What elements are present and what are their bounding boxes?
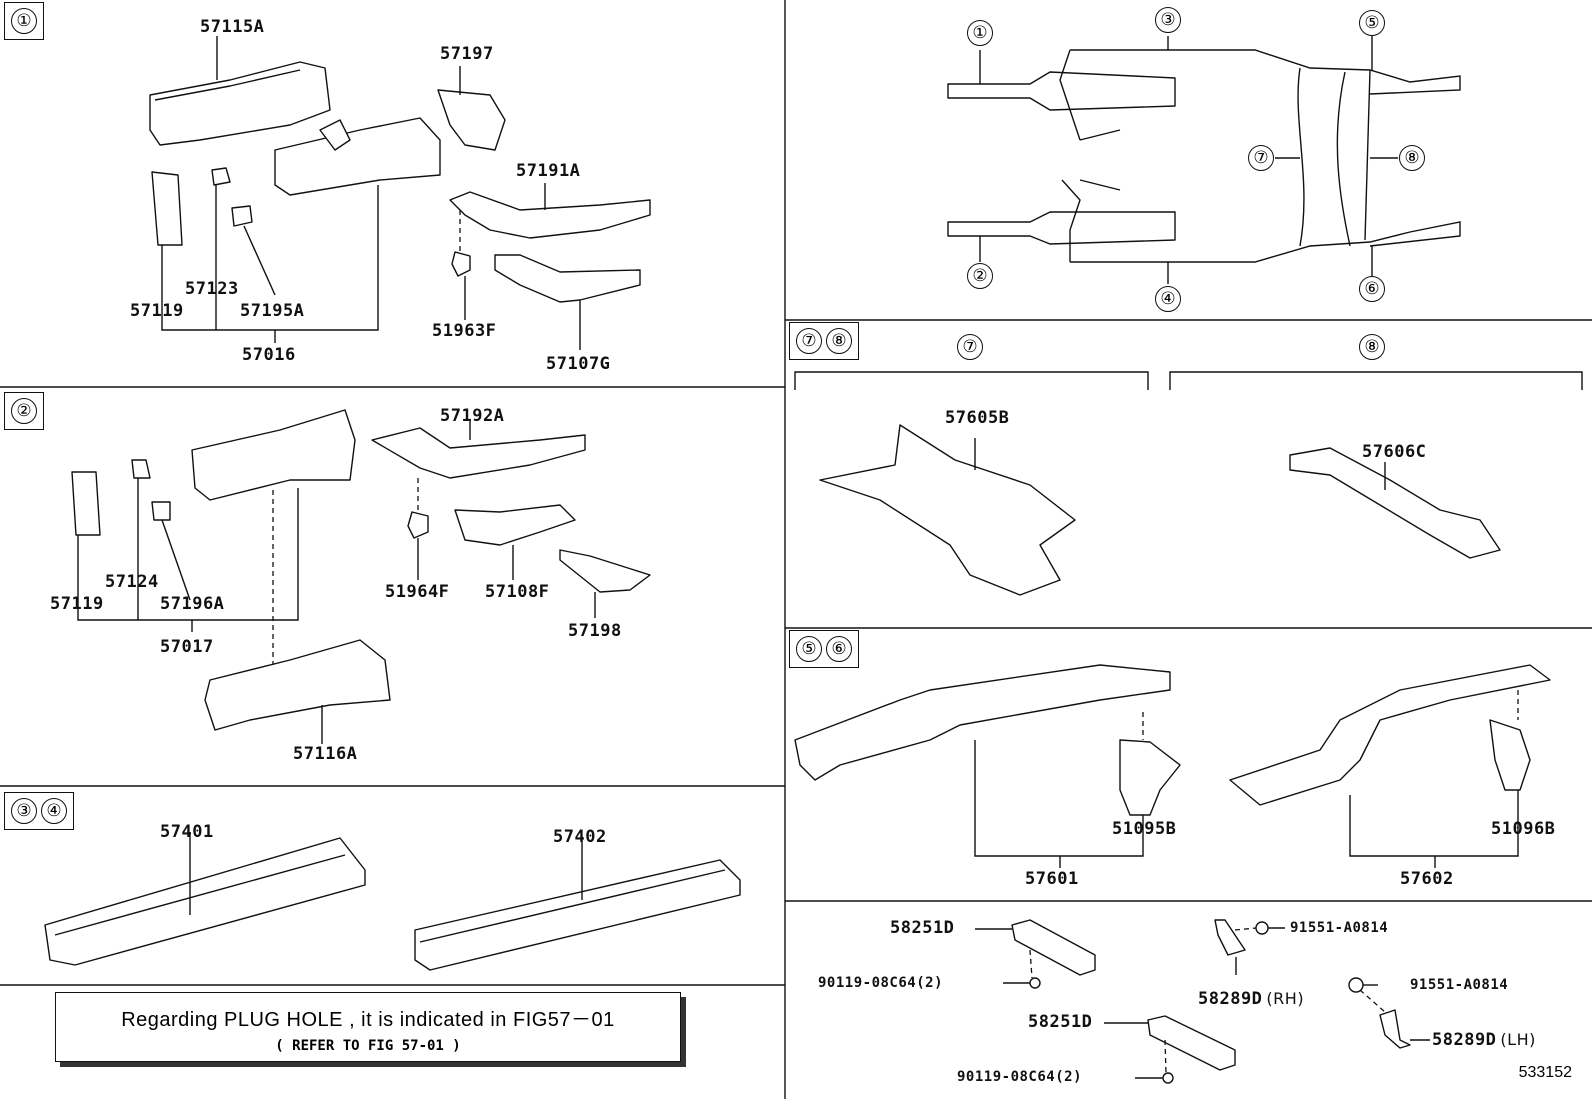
- part-label-58289D-rh: 58289D(RH): [1198, 991, 1304, 1008]
- overview-callout-8: ⑧: [1399, 145, 1425, 171]
- section-8-badge-num: ⑧: [826, 328, 852, 354]
- part-label-57602: 57602: [1400, 869, 1454, 889]
- part-label-57401: 57401: [160, 822, 214, 842]
- part-label-58289D-lh: 58289D(LH): [1432, 1032, 1536, 1049]
- section-7-8-parts: [794, 371, 1583, 596]
- part-label-57402: 57402: [553, 827, 607, 847]
- part-label-57601: 57601: [1025, 869, 1079, 889]
- overview-callout-6: ⑥: [1359, 276, 1385, 302]
- part-label-57108F: 57108F: [485, 582, 550, 602]
- part-label-57124: 57124: [105, 572, 159, 592]
- section-7-badge-num: ⑦: [796, 328, 822, 354]
- section-2-badge: ②: [4, 392, 44, 430]
- part-label-57192A: 57192A: [440, 406, 505, 426]
- overview-callout-2: ②: [967, 263, 993, 289]
- part-label-90119-lower: 90119-08C64(2): [957, 1069, 1083, 1085]
- section-7-sub-label: ⑦: [957, 334, 983, 360]
- section-5-6-badge: ⑤ ⑥: [789, 630, 859, 668]
- part-label-57017: 57017: [160, 637, 214, 657]
- overview-callout-7: ⑦: [1248, 145, 1274, 171]
- overview-callout-1: ①: [967, 20, 993, 46]
- part-label-57119-s2: 57119: [50, 594, 104, 614]
- section-7-8-badge: ⑦ ⑧: [789, 322, 859, 360]
- section-6-badge-num: ⑥: [826, 636, 852, 662]
- section-5-6-parts: [794, 664, 1551, 868]
- part-label-90119-upper: 90119-08C64(2): [818, 975, 944, 991]
- section-1-parts: [149, 36, 651, 350]
- part-label-58251D-upper: 58251D: [890, 918, 955, 938]
- overview-callout-3: ③: [1155, 7, 1181, 33]
- section-8-sub-label: ⑧: [1359, 334, 1385, 360]
- frame-overview: [947, 36, 1461, 284]
- section-3-4-badge: ③ ④: [4, 792, 74, 830]
- bottom-right-fasteners: [975, 919, 1430, 1084]
- part-label-57191A: 57191A: [516, 161, 581, 181]
- part-label-57119-s1: 57119: [130, 301, 184, 321]
- part-label-57606C: 57606C: [1362, 442, 1427, 462]
- part-label-57107G: 57107G: [546, 354, 611, 374]
- part-label-91551-upper: 91551-A0814: [1290, 920, 1389, 936]
- figure-id: 533152: [1518, 1064, 1572, 1081]
- section-5-badge-num: ⑤: [796, 636, 822, 662]
- section-3-4-parts: [44, 832, 741, 971]
- part-label-57195A: 57195A: [240, 301, 305, 321]
- section-1-badge: ①: [4, 2, 44, 40]
- section-3-badge-num: ③: [11, 798, 37, 824]
- part-label-57115A: 57115A: [200, 17, 265, 37]
- part-label-91551-lower: 91551-A0814: [1410, 977, 1509, 993]
- part-label-58251D-lower: 58251D: [1028, 1012, 1093, 1032]
- part-label-51964F: 51964F: [385, 582, 450, 602]
- part-label-57123: 57123: [185, 279, 239, 299]
- lh-suffix: (LH): [1500, 1030, 1536, 1049]
- part-label-51963F: 51963F: [432, 321, 497, 341]
- part-label-57116A: 57116A: [293, 744, 358, 764]
- section-4-badge-num: ④: [41, 798, 67, 824]
- section-1-badge-num: ①: [11, 8, 37, 34]
- part-label-51095B: 51095B: [1112, 819, 1177, 839]
- overview-callout-4: ④: [1155, 286, 1181, 312]
- part-label-58289D-lh-number: 58289D: [1432, 1030, 1497, 1050]
- part-label-51096B: 51096B: [1491, 819, 1556, 839]
- rh-suffix: (RH): [1266, 989, 1305, 1008]
- part-label-57605B: 57605B: [945, 408, 1010, 428]
- section-2-badge-num: ②: [11, 398, 37, 424]
- part-label-57198: 57198: [568, 621, 622, 641]
- part-label-57196A: 57196A: [160, 594, 225, 614]
- part-label-58289D-rh-number: 58289D: [1198, 989, 1263, 1009]
- plug-hole-note: Regarding PLUG HOLE , it is indicated in…: [55, 992, 681, 1062]
- overview-callout-5: ⑤: [1359, 10, 1385, 36]
- section-2-parts: [71, 409, 651, 744]
- plug-hole-note-line1: Regarding PLUG HOLE , it is indicated in…: [121, 1009, 615, 1031]
- plug-hole-note-line2: ( REFER TO FIG 57-01 ): [275, 1038, 461, 1054]
- part-label-57016: 57016: [242, 345, 296, 365]
- part-label-57197: 57197: [440, 44, 494, 64]
